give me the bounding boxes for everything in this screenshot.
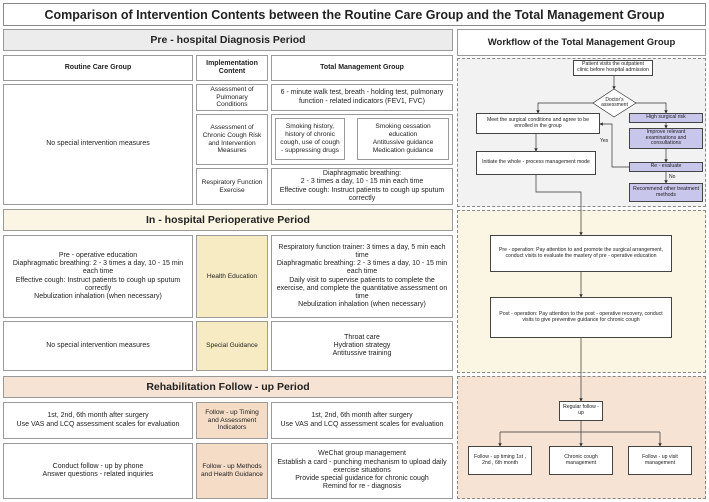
pre-cough-history-box: Smoking history, history of chronic coug… <box>275 118 345 160</box>
wf-fu-cough-box: Chronic cough management <box>549 446 613 475</box>
wf-recommend-box: Recommend other treatment methods <box>629 183 703 202</box>
wf-no-label: No <box>669 174 676 180</box>
wf-assessment-label: Doctor's assessment <box>601 96 628 108</box>
pre-content-pulmonary: Assessment of Pulmonary Conditions <box>196 84 268 111</box>
wf-regular-box: Regular follow - up <box>559 401 603 421</box>
wf-fu-timing-box: Follow - up timing 1st , 2nd , 6th month <box>468 446 532 475</box>
pre-content-respiratory: Respiratory Function Exercise <box>196 168 268 205</box>
main-title: Comparison of Intervention Contents betw… <box>3 3 706 26</box>
in-routine-education: Pre - operative education Diaphragmatic … <box>3 235 193 318</box>
rehab-routine-timing: 1st, 2nd, 6th month after surgery Use VA… <box>3 402 193 439</box>
wf-reevaluate-box: Re - evaluate <box>629 162 703 172</box>
rehab-routine-methods: Conduct follow - up by phone Answer ques… <box>3 443 193 499</box>
header-implementation-content: Implementation Content <box>196 55 268 81</box>
rehab-total-methods: WeChat group management Establish a card… <box>271 443 453 499</box>
wf-high-risk-box: High surgical risk <box>629 113 703 123</box>
wf-preop-box: Pre - operation: Pay attention to and pr… <box>490 235 672 272</box>
wf-fu-visit-box: Follow - up visit management <box>628 446 692 475</box>
wf-visit-box: Patient visits the outpatient clinic bef… <box>573 60 653 76</box>
in-content-education: Health Education <box>196 235 268 318</box>
section-header-in: In - hospital Perioperative Period <box>3 209 453 231</box>
pre-cough-measures-box: Smoking cessation education Antitussive … <box>357 118 449 160</box>
section-header-pre: Pre - hospital Diagnosis Period <box>3 29 453 51</box>
wf-meet-box: Meet the surgical conditions and agree t… <box>476 113 600 134</box>
in-total-education: Respiratory function trainer: 3 times a … <box>271 235 453 318</box>
pre-total-cough-cell <box>271 114 453 165</box>
in-routine-special: No special intervention measures <box>3 321 193 371</box>
wf-postop-box: Post - operation: Pay attention to the p… <box>490 297 672 338</box>
in-content-special: Special Guidance <box>196 321 268 371</box>
pre-total-respiratory: Diaphragmatic breathing: 2 - 3 times a d… <box>271 168 453 205</box>
rehab-content-timing: Follow - up Timing and Assessment Indica… <box>196 402 268 439</box>
rehab-content-methods: Follow - up Methods and Health Guidance <box>196 443 268 499</box>
wf-improve-box: Improve relevant examinations and consul… <box>629 128 703 149</box>
assessment-diamond <box>592 88 637 118</box>
section-header-rehab: Rehabilitation Follow - up Period <box>3 376 453 398</box>
pre-content-cough: Assessment of Chronic Cough Risk and Int… <box>196 114 268 165</box>
header-routine-care: Routine Care Group <box>3 55 193 81</box>
wf-yes-label: Yes <box>600 138 609 144</box>
in-total-special: Throat care Hydration strategy Antitussi… <box>271 321 453 371</box>
workflow-panel-rehab <box>457 376 706 499</box>
wf-initiate-box: Initiate the whole - process management … <box>476 151 596 175</box>
workflow-title: Workflow of the Total Management Group <box>457 29 706 56</box>
pre-routine-cell: No special intervention measures <box>3 84 193 205</box>
rehab-total-timing: 1st, 2nd, 6th month after surgery Use VA… <box>271 402 453 439</box>
pre-total-pulmonary: 6 - minute walk test, breath - holding t… <box>271 84 453 111</box>
header-total-management: Total Management Group <box>271 55 453 81</box>
